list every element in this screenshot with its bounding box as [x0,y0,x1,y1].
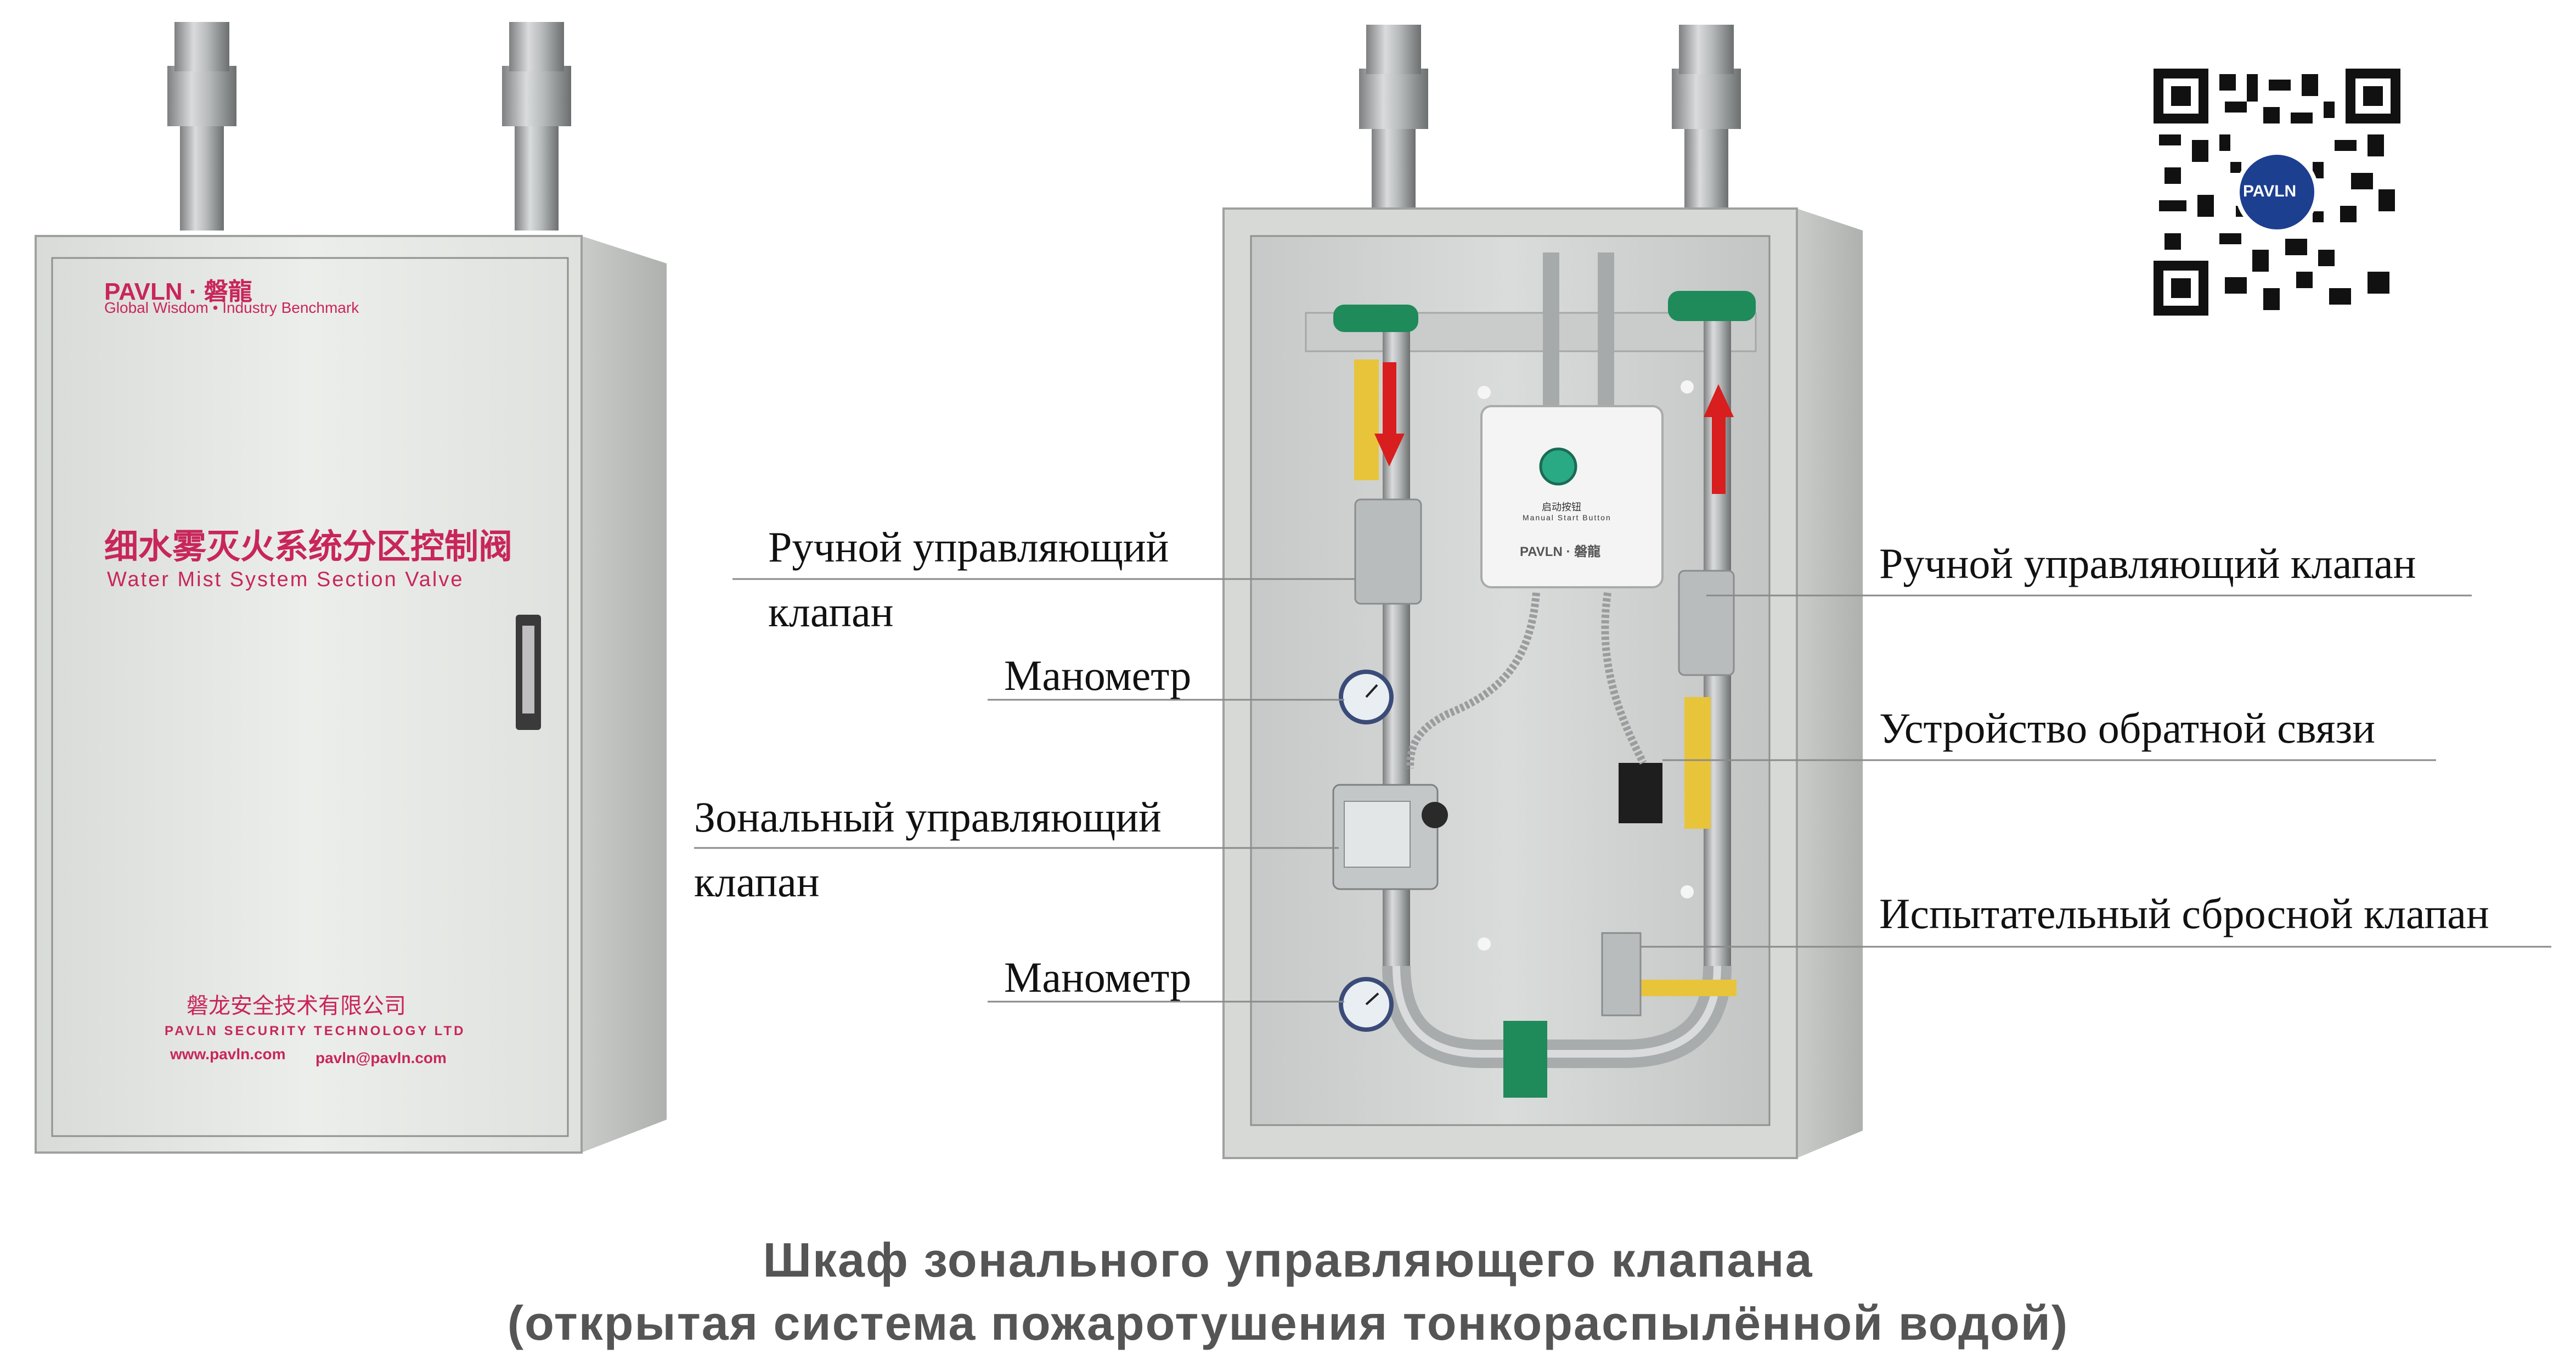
front-company-cn: 磐龙安全技术有限公司 [187,994,406,1018]
front-pipe-right [502,22,571,231]
front-title-en: Water Mist System Section Valve [107,568,464,591]
front-brand: PAVLN · 磐龍 [104,278,252,305]
open-cabinet [1222,25,1863,1159]
front-company-en: PAVLN SECURITY TECHNOLOGY LTD [165,1024,466,1038]
label-manual-valve-right: Ручной управляющий клапан [1879,540,2416,587]
qr-logo-text: PAVLN [2243,182,2297,200]
button-box-label-en: Manual Start Button [1523,513,1611,522]
front-website: www.pavln.com [170,1046,286,1063]
front-slogan: Global Wisdom • Industry Benchmark [104,299,359,316]
label-manometer-top: Манометр [1004,651,1192,699]
front-title-cn: 细水雾灭火系统分区控制阀 [104,528,513,566]
qr-code [2154,69,2400,316]
label-manual-valve-left: Ручной управляющий клапан [768,515,1169,644]
label-zone-valve-line1: Зональный управляющий [694,793,1162,841]
label-test-drain-valve: Испытательный сбросной клапан [1879,890,2489,937]
label-manometer-bottom: Манометр [1004,953,1192,1001]
leader-lines [694,578,2551,1003]
front-email: pavln@pavln.com [315,1049,447,1066]
button-box-brand: PAVLN · 磐龍 [1520,544,1601,559]
front-pipe-left [167,22,236,231]
caption-line2: (открытая система пожаротушения тонкорас… [507,1296,2069,1350]
front-cabinet [35,22,667,1154]
label-zone-valve: Зональный управляющий клапан [694,785,1162,914]
label-zone-valve-line2: клапан [694,858,820,906]
caption-line1: Шкаф зонального управляющего клапана [763,1233,1813,1287]
label-manual-valve-left-line2: клапан [768,588,894,636]
label-feedback-device: Устройство обратной связи [1879,704,2375,752]
button-box-label-cn: 启动按钮 [1542,502,1581,513]
label-manual-valve-left-line1: Ручной управляющий [768,523,1169,571]
